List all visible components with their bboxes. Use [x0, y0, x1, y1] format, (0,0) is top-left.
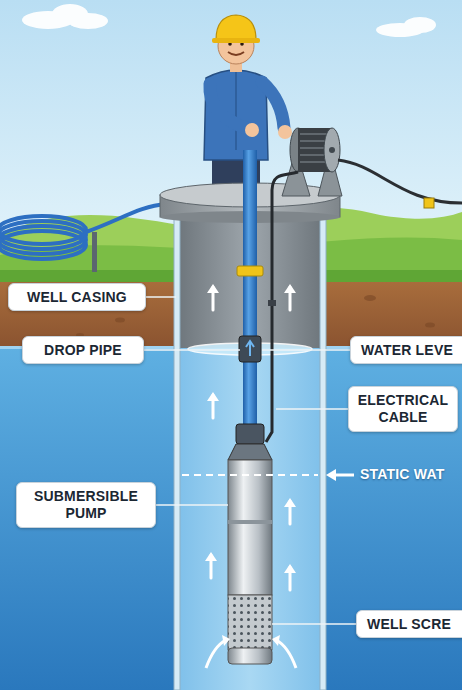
callout-label: WELL SCRE [367, 616, 451, 633]
annotation-label: STATIC WAT [360, 466, 444, 482]
callout-label: WELL CASING [27, 289, 127, 306]
callout-box: WELL SCRE [356, 610, 462, 638]
callout-label: WATER LEVE [361, 342, 453, 359]
callout-label: DROP PIPE [44, 342, 122, 359]
callout-box: SUBMERSIBLE PUMP [16, 482, 156, 528]
callout-label: SUBMERSIBLE PUMP [23, 488, 149, 522]
callout-label: ELECTRICAL CABLE [355, 392, 451, 426]
cable-reel [282, 128, 342, 196]
callout-box: WELL CASING [8, 283, 146, 311]
callout-box: WATER LEVE [350, 336, 462, 364]
callout-box: ELECTRICAL CABLE [348, 386, 458, 432]
callout-box: DROP PIPE [22, 336, 144, 364]
